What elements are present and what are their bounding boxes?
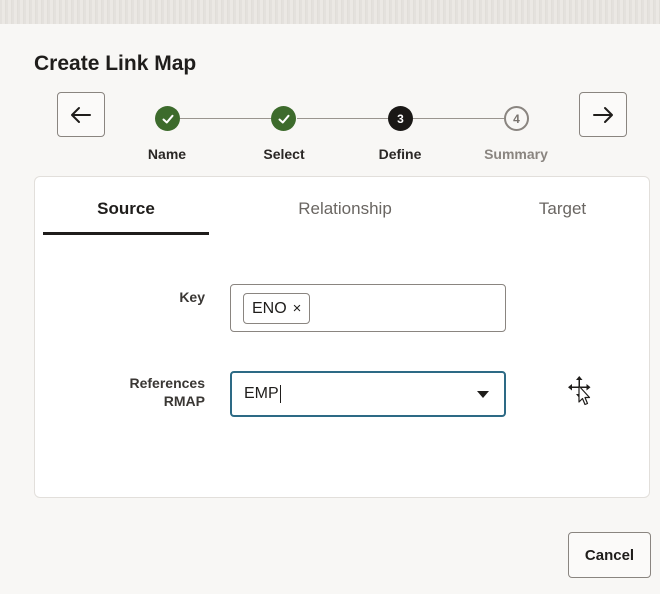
step-select-complete-icon[interactable] (271, 106, 296, 131)
previous-step-button[interactable] (57, 92, 105, 137)
references-rmap-select[interactable]: EMP (230, 371, 506, 417)
next-step-button[interactable] (579, 92, 627, 137)
background-texture (0, 0, 660, 24)
step-connector (297, 118, 388, 119)
chip-remove-icon[interactable]: × (292, 300, 302, 317)
references-rmap-label: References RMAP (55, 374, 206, 410)
step-summary-upcoming[interactable]: 4 (504, 106, 529, 131)
move-cursor-icon (568, 376, 591, 406)
references-label-line: References (129, 375, 206, 391)
key-label: Key (179, 289, 205, 305)
step-connector (180, 118, 271, 119)
tab-source[interactable]: Source (97, 199, 155, 218)
tab-target[interactable]: Target (538, 199, 587, 218)
step-label-summary[interactable]: Summary (484, 146, 548, 162)
define-panel: Source Relationship Target Key ENO × Ref… (34, 176, 650, 498)
step-label-name[interactable]: Name (147, 146, 187, 162)
cancel-button[interactable]: Cancel (568, 532, 651, 578)
rmap-value: EMP (244, 385, 279, 403)
arrow-right-icon (593, 106, 613, 123)
text-caret (279, 385, 281, 403)
step-name-complete-icon[interactable] (155, 106, 180, 131)
step-define-current[interactable]: 3 (388, 106, 413, 131)
key-chip-label: ENO (252, 299, 287, 317)
active-tab-indicator (43, 232, 209, 235)
checkmark-icon (278, 114, 289, 123)
dialog-title: Create Link Map (34, 52, 197, 75)
step-label-define[interactable]: Define (378, 146, 422, 162)
checkmark-icon (162, 114, 173, 123)
tab-relationship[interactable]: Relationship (298, 199, 392, 218)
step-label-select[interactable]: Select (263, 146, 305, 162)
step-connector (413, 118, 504, 119)
arrow-left-icon (71, 106, 91, 123)
chevron-down-icon[interactable] (477, 391, 489, 398)
rmap-label-line: RMAP (163, 393, 205, 409)
key-chip: ENO × (243, 293, 311, 324)
key-input[interactable]: ENO × (230, 284, 506, 332)
